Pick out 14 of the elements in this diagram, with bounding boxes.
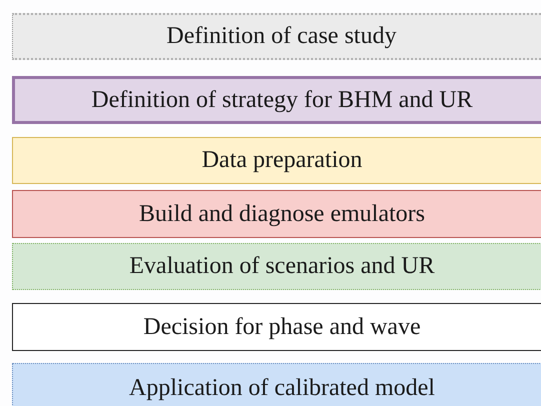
- process-box: [12, 76, 541, 124]
- step-label: Application of calibrated model: [129, 374, 435, 402]
- step-label: Build and diagnose emulators: [139, 200, 425, 228]
- process-box: [12, 363, 541, 406]
- process-box: [12, 13, 541, 60]
- process-box: [12, 243, 541, 290]
- step-label: Evaluation of scenarios and UR: [129, 253, 435, 280]
- process-box: [12, 303, 541, 351]
- process-box: [12, 190, 541, 238]
- step-label: Data preparation: [202, 147, 362, 174]
- process-box: [12, 137, 541, 184]
- step-label: Decision for phase and wave: [143, 314, 421, 340]
- step-label: Definition of case study: [166, 23, 396, 50]
- step-label: Definition of strategy for BHM and UR: [91, 86, 473, 114]
